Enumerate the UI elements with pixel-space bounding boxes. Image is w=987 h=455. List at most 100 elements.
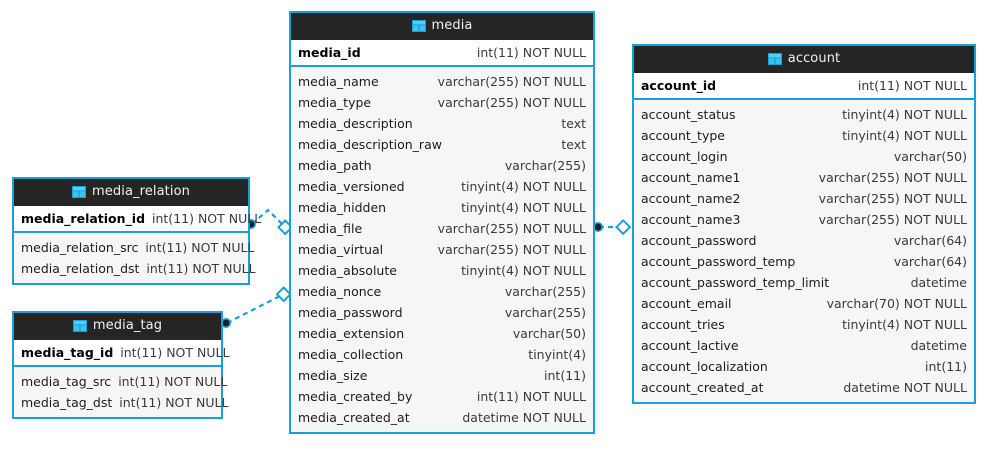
entity-title: media <box>431 18 473 33</box>
attribute-row: account_id int(11) NOT NULL <box>634 73 974 98</box>
column-type: varchar(255) NOT NULL <box>818 212 967 227</box>
column-name: media_virtual <box>298 242 384 257</box>
column-type: tinyint(4) NOT NULL <box>461 200 586 215</box>
column-name: media_description_raw <box>298 137 442 152</box>
column-type: varchar(255) NOT NULL <box>437 95 586 110</box>
relationship-media_tag-media[interactable] <box>221 286 292 328</box>
column-name: account_name3 <box>641 212 741 227</box>
column-name: media_relation_dst <box>21 261 140 276</box>
entity-header-media_relation[interactable]: media_relation <box>14 179 248 206</box>
column-type: int(11) NOT NULL <box>152 211 262 226</box>
open-diamond-marker <box>615 218 632 236</box>
attribute-row[interactable]: media_created_at datetime NOT NULL <box>291 407 593 428</box>
attribute-row[interactable]: media_nonce varchar(255) <box>291 281 593 302</box>
column-type: datetime NOT NULL <box>462 410 586 425</box>
column-name: media_description <box>298 116 413 131</box>
column-name: media_hidden <box>298 200 387 215</box>
entity-header-account[interactable]: account <box>634 46 974 73</box>
column-name: media_created_at <box>298 410 410 425</box>
column-type: varchar(50) <box>512 326 586 341</box>
column-type: int(11) NOT NULL <box>119 395 229 410</box>
column-type: varchar(50) <box>893 149 967 164</box>
column-name: media_nonce <box>298 284 382 299</box>
column-name: media_extension <box>298 326 405 341</box>
column-type: varchar(255) NOT NULL <box>437 221 586 236</box>
entity-header-media_tag[interactable]: media_tag <box>14 313 221 340</box>
column-type: int(11) NOT NULL <box>145 240 255 255</box>
attribute-row[interactable]: media_hidden tinyint(4) NOT NULL <box>291 197 593 218</box>
column-type: int(11) NOT NULL <box>857 78 967 93</box>
column-name: account_lactive <box>641 338 739 353</box>
entity-title: media_relation <box>92 184 190 199</box>
column-name: media_type <box>298 95 372 110</box>
column-name: account_login <box>641 149 728 164</box>
column-name: account_localization <box>641 359 768 374</box>
column-type: datetime <box>910 338 967 353</box>
column-name: media_path <box>298 158 372 173</box>
column-type: varchar(255) <box>504 284 586 299</box>
column-name: account_name2 <box>641 191 741 206</box>
column-name: media_tag_id <box>21 345 114 360</box>
column-name: account_email <box>641 296 732 311</box>
primary-key-row[interactable]: account_id int(11) NOT NULL <box>634 73 974 100</box>
filled-circle-marker <box>592 222 603 233</box>
entity-title: media_tag <box>92 318 163 333</box>
entity-title: account <box>787 51 841 66</box>
column-type: text <box>561 116 586 131</box>
column-name: account_created_at <box>641 380 764 395</box>
attribute-row[interactable]: account_lactive datetime <box>634 335 974 356</box>
relationship-media-account[interactable] <box>592 218 632 236</box>
attribute-row[interactable]: media_description text <box>291 113 593 134</box>
column-type: int(11) NOT NULL <box>118 374 228 389</box>
column-name: account_id <box>641 78 717 93</box>
column-name: media_absolute <box>298 263 397 278</box>
attribute-row[interactable]: media_extension varchar(50) <box>291 323 593 344</box>
column-type: tinyint(4) NOT NULL <box>842 317 967 332</box>
entity-header-media[interactable]: media <box>291 13 593 40</box>
attribute-row[interactable]: account_name3 varchar(255) NOT NULL <box>634 209 974 230</box>
column-name: account_password_temp_limit <box>641 275 830 290</box>
attribute-row[interactable]: media_path varchar(255) <box>291 155 593 176</box>
attribute-row[interactable]: account_login varchar(50) <box>634 146 974 167</box>
column-type: varchar(255) <box>504 158 586 173</box>
attribute-row[interactable]: media_type varchar(255) NOT NULL <box>291 92 593 113</box>
column-type: varchar(64) <box>893 254 967 269</box>
column-name: account_status <box>641 107 736 122</box>
